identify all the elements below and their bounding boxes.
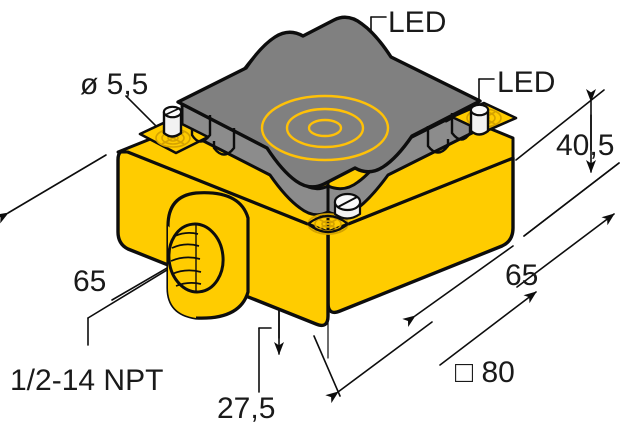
mount-hole-front [306,213,350,235]
led-right-dome [469,103,490,117]
dim-line-square-a [325,321,433,404]
mount-hole-front-x2 [314,216,342,232]
label-width-right: 65 [505,259,538,292]
cap-body-notch-detail [190,113,472,156]
cap-top-plate [176,15,482,189]
dimension-square-80 [313,291,537,404]
label-depth-left: 65 [73,265,106,298]
dim-aux-depth-left [106,155,112,300]
led-right-body [469,108,490,136]
dim-line-depth-left-a [0,154,107,224]
thread-line-4 [171,269,202,275]
ext-square-left [313,335,341,397]
target-rings [260,94,390,162]
label-hole-diameter: ø 5,5 [80,68,148,101]
notch-right-b [426,126,450,154]
thread-line-5 [175,282,202,287]
dim-line-width-right-a [402,245,514,328]
leader-led-top [370,16,387,33]
mount-hole-front-inner [321,220,335,228]
mount-hole-front-rim [306,214,350,234]
notch-right-a [450,113,472,141]
label-square-size: □ 80 [455,356,515,389]
target-ring-inner [307,118,343,138]
conduit-port [166,191,250,320]
thread-line-3 [170,256,201,262]
dimension-width-right [402,162,620,328]
label-led-right: LED [497,66,555,99]
screw-front-slot [337,196,358,208]
notch-left-b [212,128,236,156]
dim-line-width-right-b [516,213,615,288]
sensor-part [116,15,518,328]
target-ring-middle [285,107,365,149]
led-right-indicator [469,103,490,136]
label-height: 40,5 [556,129,614,162]
dimension-height [515,89,620,237]
target-ring-outer [260,94,390,162]
notch-left-a [190,115,212,143]
screw-front [333,192,362,220]
port-thread-lines [170,224,202,292]
led-left-body [162,110,183,138]
ext-width-right-top [523,162,620,237]
led-left-indicator [162,105,183,138]
led-left-slot [164,107,181,116]
label-led-top: LED [388,6,446,39]
label-port-height: 27,5 [217,392,275,425]
dim-line-square-b [439,291,537,366]
label-thread: 1/2-14 NPT [10,364,163,397]
annotations: ø 5,5 LED LED 40,5 65 65 □ 80 1/2-14 NPT… [10,6,614,425]
